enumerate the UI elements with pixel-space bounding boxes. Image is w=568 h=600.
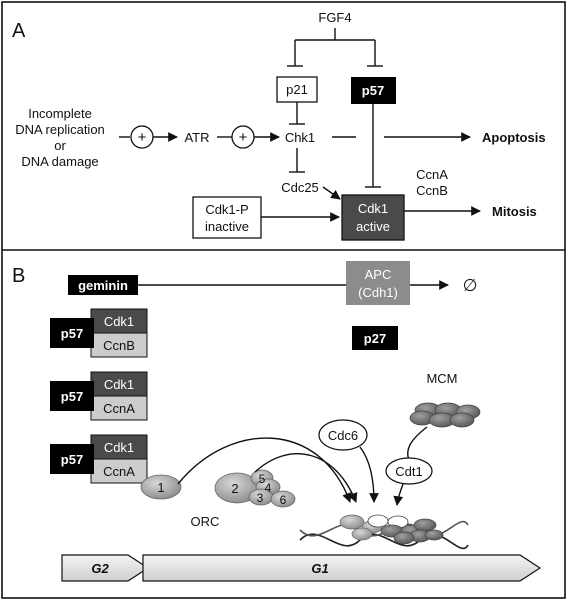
cdk1-active-line2: active [356, 219, 390, 234]
g2-label: G2 [91, 561, 109, 576]
p57-cdk1-ccnb-complex: Cdk1 CcnB p57 [50, 308, 148, 358]
p57-label: p57 [61, 326, 83, 341]
ccnb-label: CcnB [416, 183, 448, 198]
orc-loading-arrow [254, 453, 358, 503]
orc-subunit [270, 490, 296, 508]
plus-2-label: + [239, 129, 248, 146]
cdt1-arrow [393, 483, 404, 506]
panel-b: B geminin APC (Cdh1) ∅ p27 Cdk1 CcnB p57… [12, 261, 542, 582]
cdk1p-line2: inactive [205, 219, 249, 234]
g1-arrow [142, 554, 542, 582]
orc-complex: 1 2 3 4 5 6 [140, 469, 296, 508]
cdk1-box [90, 434, 148, 460]
cdk1p-inactive-box [192, 196, 262, 239]
cyclin-label: CcnA [103, 401, 135, 416]
panel-a-label: A [12, 20, 26, 42]
dna-damage-label: DNA damage [21, 154, 98, 169]
cdc6-oval [318, 419, 368, 451]
pre-rc-proteins [339, 514, 444, 545]
cdk1-label: Cdk1 [104, 377, 134, 392]
geminin-box [68, 275, 138, 295]
p57-box [50, 381, 94, 411]
apc-line2: (Cdh1) [358, 285, 398, 300]
p57-box [50, 444, 94, 474]
ccna-label: CcnA [416, 167, 448, 182]
apoptosis-label: Apoptosis [482, 130, 546, 145]
panel-b-label: B [12, 265, 25, 287]
fgf4-label: FGF4 [318, 10, 351, 25]
orc-subunit-label: 6 [280, 493, 287, 507]
plus-1-label: + [138, 129, 147, 146]
apc-box [346, 261, 410, 305]
p57-cdk1-ccna-complex: Cdk1 CcnA p57 [50, 371, 148, 421]
mcm-label: MCM [426, 371, 457, 386]
p57-cdk1-ccna-complex: Cdk1 CcnA p57 [50, 434, 148, 484]
p27-box [352, 326, 398, 350]
cdk1-label: Cdk1 [104, 314, 134, 329]
p57-box [351, 77, 396, 104]
cyclin-label: CcnA [103, 464, 135, 479]
cdc6-arrow [359, 446, 379, 503]
cyclin-box [90, 395, 148, 421]
atr-label: ATR [184, 130, 209, 145]
empty-set-icon: ∅ [463, 276, 478, 295]
g1-label: G1 [311, 561, 328, 576]
cdt1-oval [385, 457, 433, 485]
orc-subunit-label: 4 [265, 481, 272, 495]
cyclin-box [90, 458, 148, 484]
geminin-label: geminin [78, 278, 128, 293]
dna-replication-label: DNA replication [15, 122, 105, 137]
mcm-complex [409, 402, 481, 428]
g2-arrow [61, 554, 150, 582]
p57-label: p57 [61, 452, 83, 467]
orc-subunit-label: 2 [231, 481, 238, 496]
p21-label: p21 [286, 82, 308, 97]
panel-a: A FGF4 p21 p57 Incomplete DNA replicatio… [12, 10, 546, 241]
incomplete-label: Incomplete [28, 106, 92, 121]
orc-label: ORC [191, 514, 220, 529]
cdk1-active-box [341, 194, 405, 241]
p57-label: p57 [61, 389, 83, 404]
cyclin-label: CcnB [103, 338, 135, 353]
cdk1-active-line1: Cdk1 [358, 201, 388, 216]
orc-subunit-label: 1 [157, 480, 164, 495]
or-label: or [54, 138, 66, 153]
p57-box [50, 318, 94, 348]
p27-label: p27 [364, 331, 386, 346]
cyclin-box [90, 332, 148, 358]
orc-subunit-label: 5 [259, 472, 266, 486]
mitosis-label: Mitosis [492, 204, 537, 219]
fgf4-inhibition-lines [287, 28, 383, 67]
phase-arrows: G2 G1 [61, 554, 542, 582]
cdc6-label: Cdc6 [328, 428, 358, 443]
apc-line1: APC [365, 267, 392, 282]
mcm-cdt1-line [407, 426, 428, 461]
orc1-loading-arrow [177, 437, 352, 503]
cdk1-box [90, 308, 148, 334]
cdt1-label: Cdt1 [395, 464, 422, 479]
orc-subunit [140, 474, 182, 500]
p57-label: p57 [362, 83, 384, 98]
cdc25-label: Cdc25 [281, 180, 319, 195]
orc-subunit-label: 3 [257, 491, 264, 505]
cdk1-label: Cdk1 [104, 440, 134, 455]
cdk1p-line1: Cdk1-P [205, 202, 248, 217]
chk1-label: Chk1 [285, 130, 315, 145]
